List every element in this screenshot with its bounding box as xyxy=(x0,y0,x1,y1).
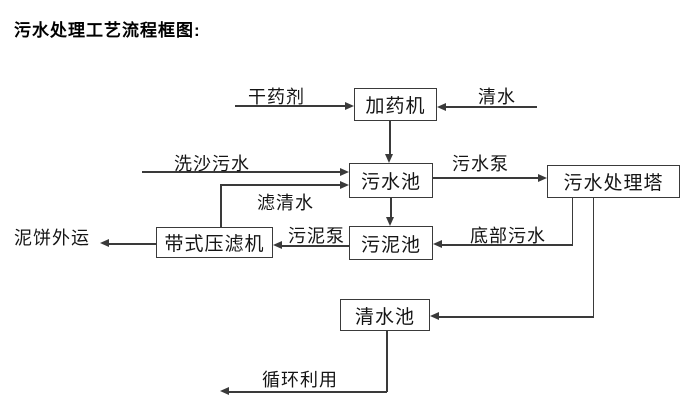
node-sewage-pool: 污水池 xyxy=(349,163,433,198)
arrowhead-dry-chemical-icon xyxy=(345,101,354,110)
line-recycling-horizontal xyxy=(229,391,387,393)
arrowhead-dosing-to-sewage-pool-icon xyxy=(385,154,393,163)
arrowhead-filtered-water-icon xyxy=(340,180,349,189)
line-tower-to-clean-pool-vertical xyxy=(592,198,594,318)
line-sand-washing-sewage xyxy=(142,171,341,173)
flow-label-sand-washing-sewage: 洗沙污水 xyxy=(174,154,250,174)
line-sludge-pump xyxy=(282,245,349,247)
flow-label-bottom-sewage: 底部污水 xyxy=(470,226,546,246)
line-filtered-water-vertical xyxy=(220,184,222,227)
flow-label-mud-cake-out: 泥饼外运 xyxy=(14,228,90,248)
node-belt-filter-press: 带式压滤机 xyxy=(156,227,273,258)
line-dry-chemical xyxy=(235,105,345,107)
flow-label-clean-water: 清水 xyxy=(478,87,516,107)
arrowhead-mud-cake-out-icon xyxy=(100,239,109,247)
line-bottom-sewage-vertical xyxy=(571,198,573,246)
arrowhead-sludge-pump-icon xyxy=(273,241,282,249)
flow-label-recycling-use: 循环利用 xyxy=(262,370,338,390)
node-clean-water-pool: 清水池 xyxy=(340,299,430,331)
arrowhead-tower-to-clean-pool-icon xyxy=(430,312,439,320)
line-dosing-to-sewage-pool xyxy=(389,121,391,155)
flow-label-sludge-pump: 污泥泵 xyxy=(288,226,345,246)
arrowhead-sewage-pump-icon xyxy=(538,173,547,182)
node-sludge-pool: 污泥池 xyxy=(349,226,433,260)
line-sewage-pump xyxy=(433,177,539,179)
page-title: 污水处理工艺流程框图: xyxy=(14,21,201,40)
node-dosing-machine: 加药机 xyxy=(354,88,437,121)
flow-label-dry-chemical: 干药剂 xyxy=(248,87,305,107)
line-clean-water xyxy=(446,106,537,108)
line-tower-to-clean-pool-horizontal xyxy=(439,316,594,318)
line-mud-cake-out xyxy=(109,243,156,245)
flow-label-filtered-water: 滤清水 xyxy=(257,193,314,213)
line-recycling-vertical xyxy=(386,331,388,392)
arrowhead-bottom-sewage-icon xyxy=(433,240,442,248)
arrowhead-clean-water-icon xyxy=(437,102,446,111)
arrowhead-sand-washing-sewage-icon xyxy=(340,167,349,176)
flow-label-sewage-pump: 污水泵 xyxy=(452,154,509,174)
node-sewage-treatment-tower: 污水处理塔 xyxy=(547,165,680,198)
arrowhead-recycling-icon xyxy=(220,387,229,395)
line-filtered-water-horizontal xyxy=(220,184,341,186)
arrowhead-sewage-pool-to-sludge-pool-icon xyxy=(386,217,394,226)
line-sewage-pool-to-sludge-pool xyxy=(390,198,392,218)
line-bottom-sewage-horizontal xyxy=(442,244,573,246)
